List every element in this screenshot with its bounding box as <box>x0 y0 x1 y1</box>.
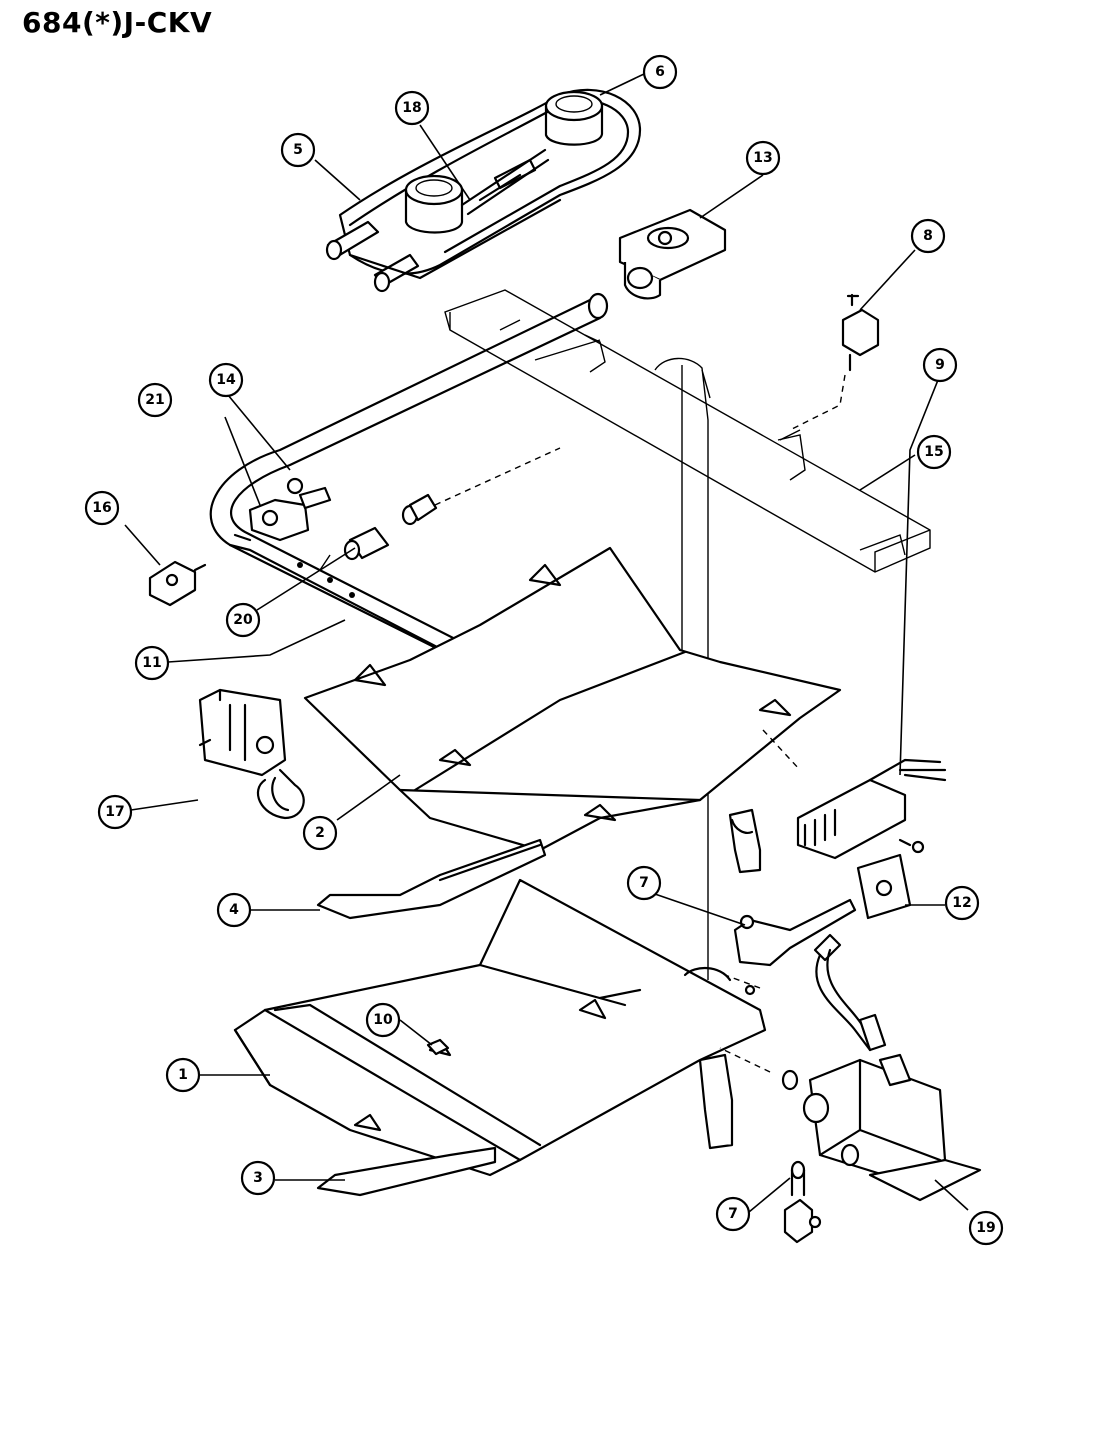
page-title: 684(*)J-CKV <box>22 6 213 39</box>
callout-17: 17 <box>97 794 133 830</box>
callout-21: 21 <box>137 382 173 418</box>
callout-11: 11 <box>134 645 170 681</box>
upper-heat-shield <box>303 546 842 852</box>
callout-4: 4 <box>216 892 252 928</box>
callout-8: 8 <box>910 218 946 254</box>
callout-label: 6 <box>655 64 665 80</box>
callout-label: 17 <box>105 804 124 820</box>
callout-13: 13 <box>745 140 781 176</box>
mounting-plate <box>856 853 912 920</box>
callout-7: 7 <box>626 865 662 901</box>
callout-label: 10 <box>373 1012 393 1028</box>
callout-2: 2 <box>302 815 338 851</box>
baffle-bracket <box>316 838 547 920</box>
callout-label: 2 <box>315 825 325 841</box>
callout-19: 19 <box>968 1210 1004 1246</box>
callout-9: 9 <box>922 347 958 383</box>
leader-lines <box>124 73 969 1213</box>
ignition-switch <box>789 293 880 431</box>
burner-base <box>618 208 727 300</box>
lower-heat-shield <box>233 878 767 1177</box>
callout-16: 16 <box>84 490 120 526</box>
callout-12: 12 <box>944 885 980 921</box>
rotisserie-motor <box>198 688 305 820</box>
callout-label: 13 <box>753 150 772 166</box>
callout-14: 14 <box>208 362 244 398</box>
callout-label: 5 <box>293 142 303 158</box>
center-post <box>654 357 711 980</box>
callout-label: 4 <box>229 902 239 918</box>
callout-18: 18 <box>394 90 430 126</box>
gas-valve-regulator <box>802 1053 982 1202</box>
callout-label: 16 <box>92 500 111 516</box>
callout-label: 15 <box>924 444 943 460</box>
callout-label: 14 <box>216 372 236 388</box>
callout-5: 5 <box>280 132 316 168</box>
callout-label: 21 <box>145 392 164 408</box>
callout-label: 18 <box>402 100 421 116</box>
wing-nut <box>426 1038 450 1056</box>
callout-15: 15 <box>916 434 952 470</box>
callout-label: 12 <box>952 895 971 911</box>
burner-valve <box>248 477 332 542</box>
callout-label: 11 <box>142 655 161 671</box>
top-burner-assembly <box>325 88 642 293</box>
callout-20: 20 <box>225 602 261 638</box>
callout-10: 10 <box>365 1002 401 1038</box>
orifice-fitting <box>343 526 390 561</box>
callout-label: 20 <box>233 612 253 628</box>
manifold-pipe <box>209 292 672 762</box>
callout-3: 3 <box>240 1160 276 1196</box>
orifice-holder <box>733 898 857 1244</box>
callout-7: 7 <box>715 1196 751 1232</box>
callout-label: 1 <box>178 1067 188 1083</box>
callout-label: 7 <box>728 1206 738 1222</box>
callout-label: 8 <box>923 228 933 244</box>
burner-support-frame <box>444 289 931 573</box>
callout-label: 19 <box>976 1220 995 1236</box>
callout-label: 9 <box>935 357 945 373</box>
callout-label: 3 <box>253 1170 263 1186</box>
callout-6: 6 <box>642 54 678 90</box>
callout-label: 7 <box>639 875 649 891</box>
oven-burner-tube <box>698 808 762 1150</box>
spark-module <box>796 758 947 860</box>
bracket <box>148 560 207 607</box>
callout-1: 1 <box>165 1057 201 1093</box>
support-bracket <box>316 1146 497 1197</box>
